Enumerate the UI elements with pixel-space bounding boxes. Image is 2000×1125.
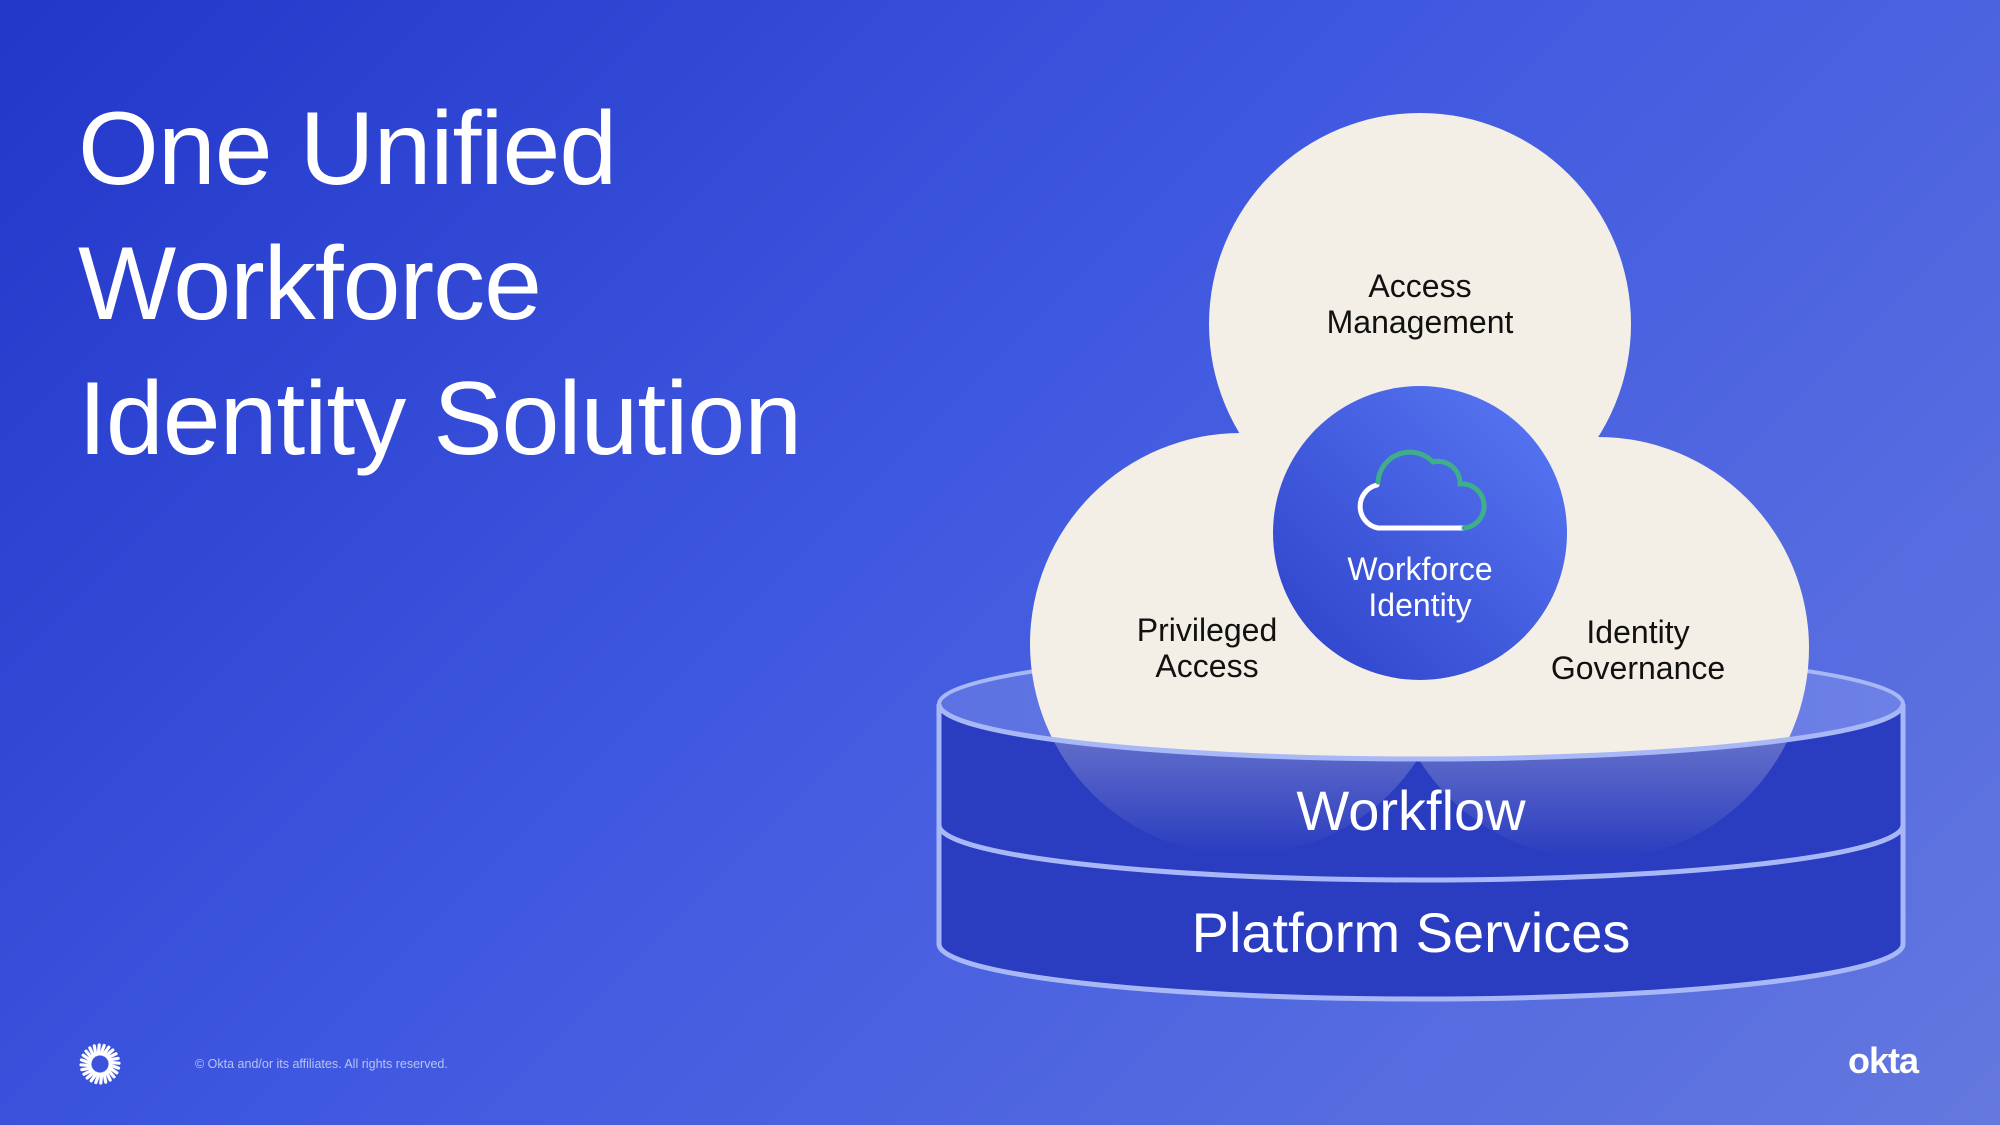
copyright-text: © Okta and/or its affiliates. All rights… bbox=[195, 1057, 448, 1071]
center-circle bbox=[1273, 386, 1567, 680]
title-line: One Unified bbox=[78, 91, 617, 207]
sunburst-ray bbox=[108, 1063, 121, 1070]
sunburst-ray bbox=[82, 1068, 94, 1076]
sunburst-ray bbox=[101, 1045, 111, 1057]
label-access: Access bbox=[1368, 268, 1471, 304]
sunburst-ray bbox=[102, 1071, 108, 1084]
sunburst-ray bbox=[106, 1068, 116, 1079]
sunburst-ray bbox=[85, 1070, 96, 1080]
sunburst-ray bbox=[80, 1066, 93, 1072]
okta-sunburst-icon bbox=[79, 1043, 121, 1085]
sunburst-ray bbox=[94, 1072, 101, 1085]
sunburst-ray bbox=[92, 1044, 98, 1057]
sunburst-ray bbox=[89, 1071, 99, 1083]
sunburst-ray bbox=[88, 1046, 96, 1058]
label-governance: Governance bbox=[1551, 650, 1725, 686]
label-management: Management bbox=[1327, 304, 1514, 340]
sunburst-ray bbox=[107, 1056, 120, 1062]
sunburst-ray bbox=[104, 1070, 112, 1082]
label-privileged: Privileged bbox=[1137, 612, 1278, 648]
sunburst-ray bbox=[96, 1043, 101, 1056]
cloud-icon bbox=[1357, 449, 1487, 531]
sunburst-ray bbox=[79, 1063, 92, 1068]
sunburst-ray bbox=[81, 1053, 93, 1063]
sunburst-ray bbox=[108, 1060, 121, 1065]
title-line: Identity Solution bbox=[78, 361, 802, 477]
rim-line bbox=[936, 703, 1906, 762]
circle-access-management bbox=[1209, 113, 1631, 535]
label-access: Access bbox=[1155, 648, 1258, 684]
sunburst-ray bbox=[84, 1049, 94, 1060]
okta-logo: okta bbox=[1847, 1040, 1919, 1081]
sunburst-ray bbox=[104, 1048, 115, 1058]
cylinder-outline bbox=[936, 704, 1906, 1002]
sunburst-ray bbox=[107, 1065, 119, 1075]
layer-divider bbox=[936, 824, 1906, 883]
layer-workflow: Workflow bbox=[1296, 779, 1526, 842]
sunburst-ray bbox=[79, 1058, 92, 1065]
sunburst-ray bbox=[99, 1043, 106, 1056]
label-identity-center: Identity bbox=[1368, 587, 1471, 623]
label-workforce: Workforce bbox=[1347, 551, 1492, 587]
title-line: Workforce bbox=[78, 226, 542, 342]
page-title: One Unified Workforce Identity Solution bbox=[78, 82, 802, 487]
sunburst-ray bbox=[99, 1072, 104, 1085]
layer-platform-services: Platform Services bbox=[1192, 901, 1631, 964]
sunburst-ray bbox=[106, 1052, 118, 1060]
label-identity: Identity bbox=[1586, 614, 1689, 650]
